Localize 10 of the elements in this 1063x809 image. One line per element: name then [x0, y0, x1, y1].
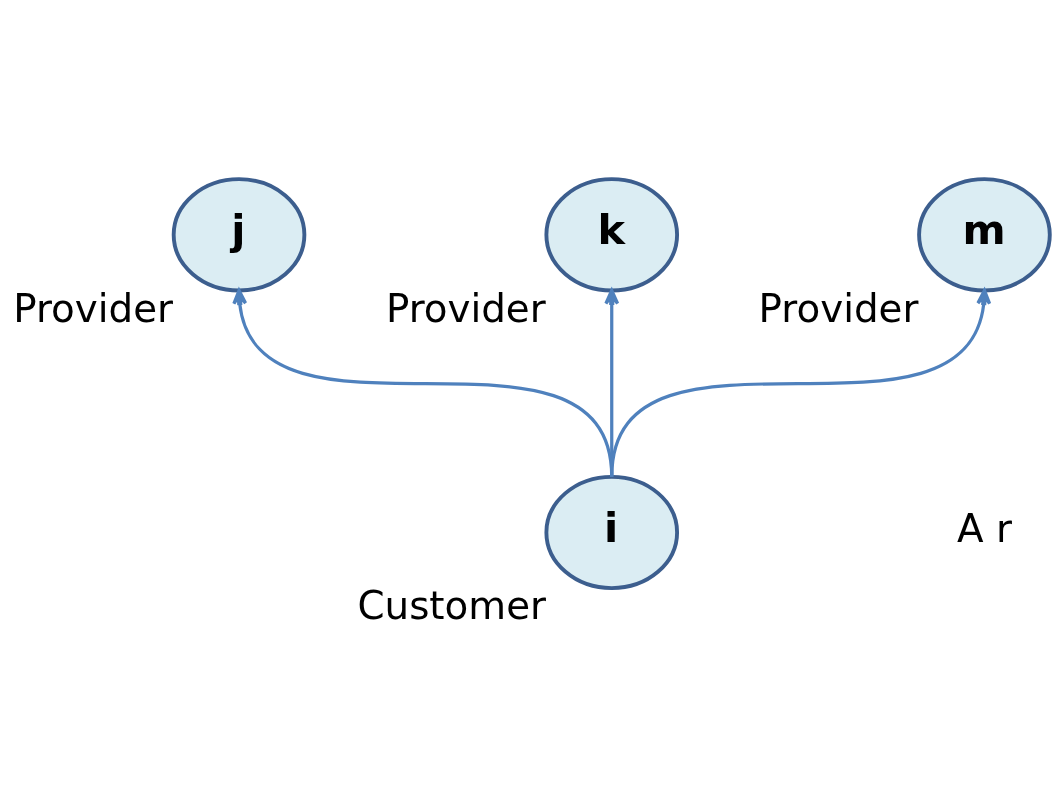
node-label: Provider	[758, 285, 919, 331]
node-label: Provider	[385, 285, 546, 331]
arrow	[610, 288, 992, 477]
node-ellipse: k	[544, 176, 680, 292]
label: A r	[957, 505, 1012, 551]
node-ellipse: j	[171, 176, 307, 292]
node-ellipse: m	[917, 176, 1052, 292]
node-label: Customer	[357, 582, 546, 628]
node-label: Provider	[13, 285, 174, 331]
node-ellipse: i	[544, 474, 680, 590]
